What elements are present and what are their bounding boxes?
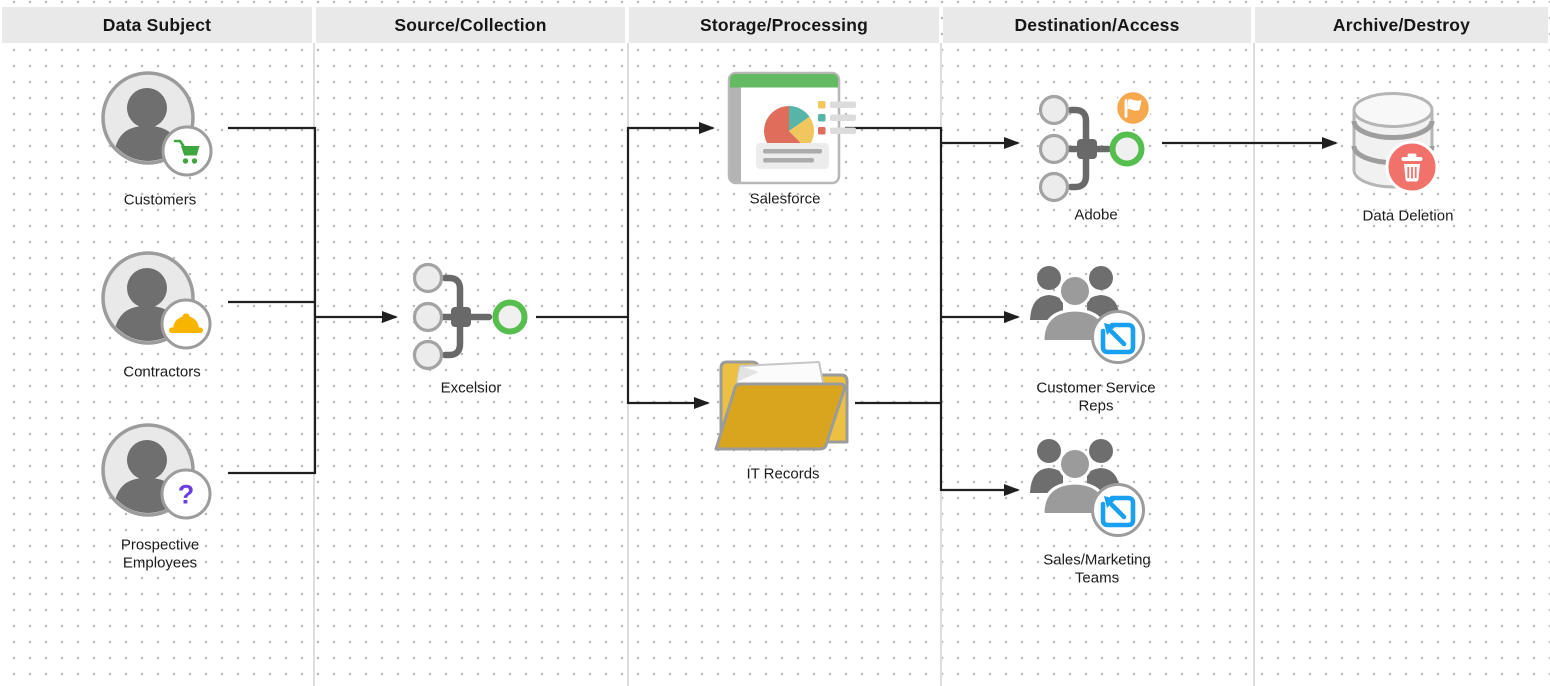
svg-text:?: ?	[178, 480, 195, 510]
lane-header-archive-destroy: Archive/Destroy	[1255, 7, 1548, 43]
node-sales-marketing-teams[interactable]	[1030, 439, 1145, 537]
database-cylinder-icon	[1351, 92, 1435, 189]
people-group-icon	[1030, 266, 1120, 343]
lane-header-data-subject: Data Subject	[2, 7, 312, 43]
label-salesforce: Salesforce	[749, 190, 821, 208]
node-it-records[interactable]	[714, 360, 849, 451]
label-contractors: Contractors	[123, 363, 201, 381]
data-merge-icon	[412, 262, 528, 371]
label-prospective-employees: Prospective Employees	[120, 536, 200, 572]
open-folder-icon	[714, 360, 849, 451]
people-group-icon	[1030, 439, 1120, 516]
access-arrow-badge-icon	[1091, 483, 1145, 537]
node-customer-service-reps[interactable]	[1030, 266, 1145, 364]
lane-divider	[1253, 43, 1255, 686]
lane-header-source-collection: Source/Collection	[316, 7, 625, 43]
question-mark-badge-icon: ?	[160, 468, 212, 520]
access-arrow-badge-icon	[1091, 310, 1145, 364]
node-customers[interactable]	[101, 71, 213, 177]
label-adobe: Adobe	[1074, 206, 1118, 224]
shopping-cart-badge-icon	[161, 125, 213, 177]
node-data-deletion[interactable]	[1351, 92, 1439, 194]
label-it-records: IT Records	[746, 465, 820, 483]
connectors	[228, 122, 1338, 496]
lane-header-destination-access: Destination/Access	[943, 7, 1251, 43]
data-merge-icon	[1038, 94, 1145, 203]
dashboard-report-icon	[727, 71, 856, 185]
node-contractors[interactable]	[101, 251, 212, 350]
node-salesforce[interactable]	[727, 71, 856, 185]
node-adobe[interactable]	[1038, 89, 1152, 203]
label-sales-marketing-teams: Sales/Marketing Teams	[1043, 551, 1151, 587]
trash-badge-icon	[1385, 140, 1439, 194]
flag-badge-icon	[1114, 89, 1152, 127]
node-excelsior[interactable]	[412, 262, 528, 371]
label-data-deletion: Data Deletion	[1362, 207, 1454, 225]
label-excelsior: Excelsior	[440, 379, 502, 397]
label-customers: Customers	[123, 191, 197, 209]
lane-header-storage-processing: Storage/Processing	[629, 7, 939, 43]
hard-hat-badge-icon	[160, 298, 212, 350]
label-customer-service-reps: Customer Service Reps	[1036, 379, 1156, 415]
node-prospective-employees[interactable]: ?	[101, 423, 212, 520]
